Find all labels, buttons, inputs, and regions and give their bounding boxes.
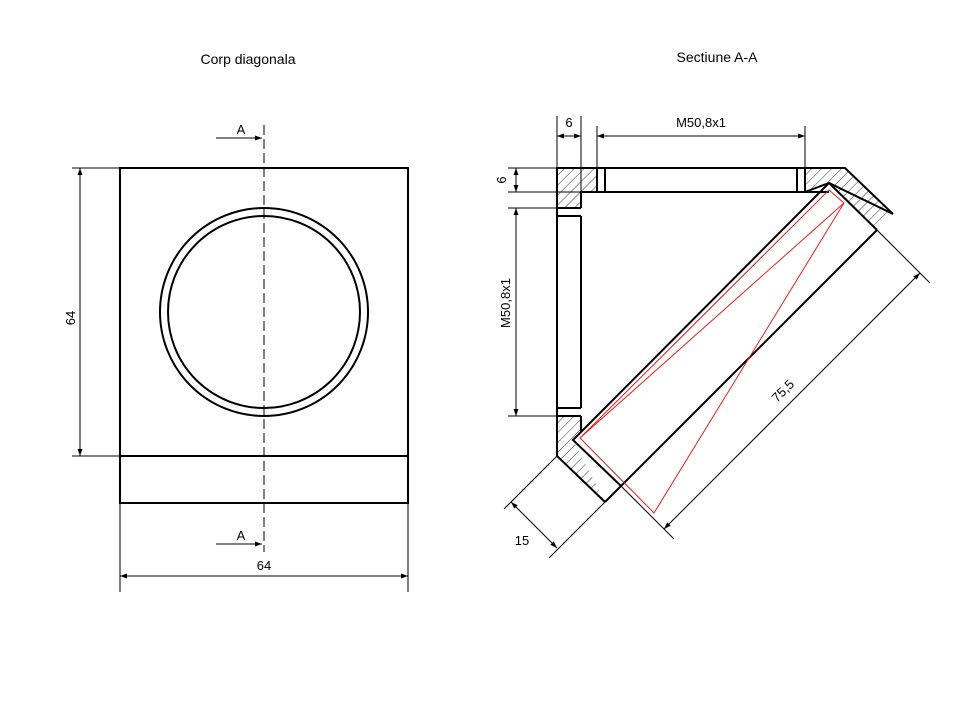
left-thread-dimension-value: M50,8x1 (498, 278, 513, 328)
top-thread-dimension-value: M50,8x1 (676, 115, 726, 130)
height-dimension-value: 64 (63, 311, 78, 325)
top-wall-dimension-value: 6 (565, 115, 572, 130)
section-view-title: Sectiune A-A (677, 49, 759, 65)
wall-diag-extension-inner (548, 501, 606, 559)
length-extension-upper (876, 229, 931, 284)
wall-diag-dimension-line (510, 501, 558, 549)
width-dimension-value: 64 (257, 558, 271, 573)
front-view-title: Corp diagonala (201, 51, 296, 67)
wall-diag-extension-outer (503, 455, 558, 510)
inclined-insert (580, 182, 878, 503)
wall-diag-dimension-value: 15 (515, 533, 529, 548)
section-outline (556, 167, 894, 503)
section-hatch (557, 168, 893, 502)
section-label-top: A (237, 122, 246, 137)
section-view: Sectiune A-A (494, 49, 931, 559)
front-view: Corp diagonala A A 64 64 (63, 51, 409, 592)
length-dimension-line (663, 272, 921, 530)
left-wall-dimension-value: 6 (494, 176, 509, 183)
bore-outer-circle (159, 207, 369, 417)
length-extension-lower (620, 485, 675, 540)
cone-marking (579, 189, 845, 514)
section-label-bottom: A (237, 528, 246, 543)
